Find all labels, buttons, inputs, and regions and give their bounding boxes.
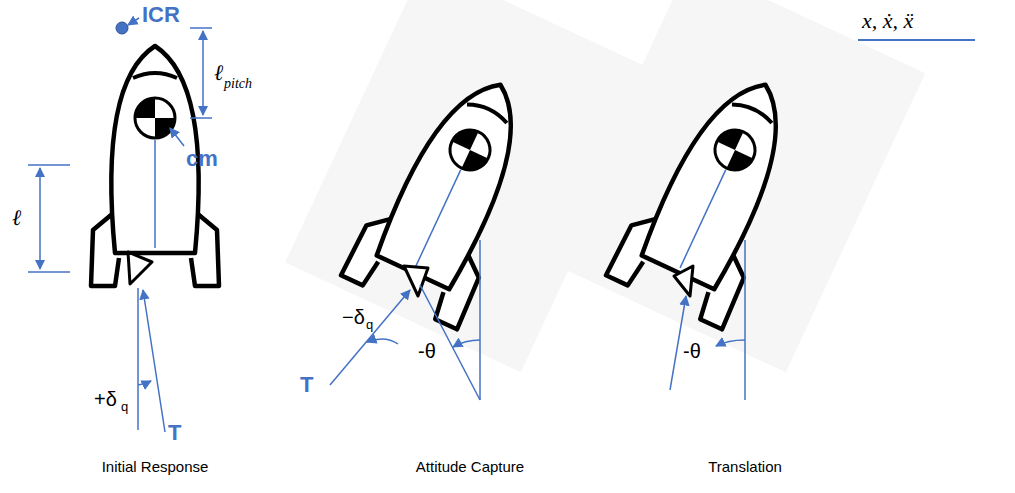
dimension-symbol: ℓ xyxy=(12,205,21,230)
icr-point xyxy=(116,18,139,34)
force-label: T xyxy=(300,372,313,397)
rocket-initial xyxy=(91,46,219,286)
point-label: cm xyxy=(186,146,218,171)
thrust-initial xyxy=(138,288,165,432)
point-label: ICR xyxy=(142,2,180,27)
angle-symbol: -θ xyxy=(683,340,701,363)
caption-text: Attitude Capture xyxy=(416,458,524,475)
angle-symbol: -θ xyxy=(418,340,436,363)
caption-text: Initial Response xyxy=(102,458,209,475)
state-label: x, ẋ, ẍ xyxy=(862,8,913,33)
caption-text: Translation xyxy=(708,458,782,475)
angle-subscript: q xyxy=(366,318,373,333)
angles-attitude xyxy=(330,240,480,400)
rocket-translation xyxy=(606,58,823,330)
length-dimension xyxy=(28,165,70,272)
cm-leader xyxy=(170,128,184,146)
angle-symbol: −δ xyxy=(342,306,365,329)
pitch-dimension xyxy=(190,28,212,118)
angles-translation xyxy=(670,240,745,400)
dimension-subscript: pitch xyxy=(224,76,252,92)
state-underline xyxy=(858,40,975,41)
force-label: T xyxy=(168,420,181,445)
background-tile xyxy=(285,0,925,372)
rocket-attitude xyxy=(341,58,558,330)
angle-symbol: +δ xyxy=(94,388,117,411)
dimension-symbol: ℓ xyxy=(214,60,223,85)
angle-subscript: q xyxy=(121,400,128,415)
